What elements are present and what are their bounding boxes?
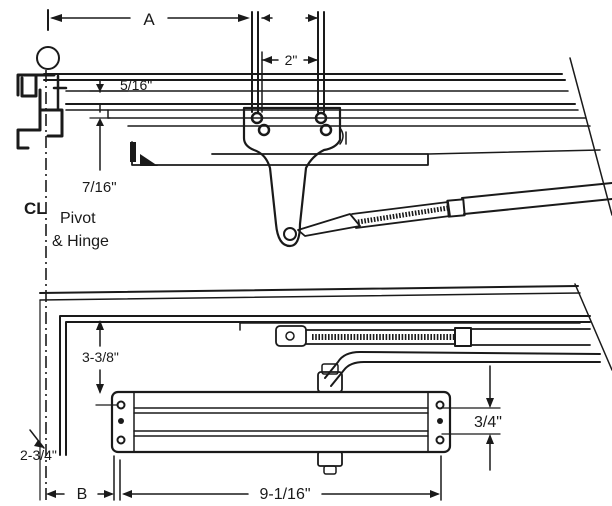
mounting-screws — [250, 111, 333, 137]
main-arm — [324, 351, 601, 387]
dimension-2-inch: 2" — [261, 11, 325, 113]
mounting-plate — [242, 106, 342, 248]
closer-body — [110, 363, 452, 475]
pivot-circle — [36, 46, 60, 70]
centerline-symbol: CL — [24, 199, 47, 218]
arm-assembly — [297, 182, 612, 237]
label-dim-3-4: 3/4" — [474, 414, 502, 431]
dimension-3-3-8: 3-3/8" — [82, 320, 119, 406]
label-dim-9-1-16: 9-1/16" — [259, 486, 310, 503]
frame-profile — [16, 73, 64, 150]
label-dim-7-16: 7/16" — [82, 179, 117, 196]
dimension-2-3-4: 2-3/4" — [20, 429, 57, 463]
dimension-9-1-16: 9-1/16" — [122, 455, 442, 503]
dimension-a: A — [47, 9, 273, 113]
label-hinge: & Hinge — [52, 233, 109, 250]
label-pivot: Pivot — [60, 210, 96, 227]
bottom-plan-view: 3-3/8" 3/4" 2-3/4" B — [20, 283, 612, 503]
label-dim-b: B — [77, 486, 88, 503]
label-dim-a: A — [143, 10, 155, 29]
label-dim-3-3-8: 3-3/8" — [82, 349, 119, 365]
label-dim-2in: 2" — [285, 52, 298, 68]
label-dim-5-16: 5/16" — [120, 77, 152, 93]
bottom-arm-assembly — [275, 325, 591, 347]
pivot-hinge-label: CL Pivot & Hinge — [24, 199, 109, 250]
top-elevation-view: A 2" 5/16" 7/16" — [16, 9, 612, 500]
dimension-b: B — [46, 455, 121, 503]
dimension-offsets: 5/16" 7/16" — [82, 77, 152, 196]
label-dim-2-3-4: 2-3/4" — [20, 447, 57, 463]
dimension-3-4: 3/4" — [441, 365, 502, 471]
